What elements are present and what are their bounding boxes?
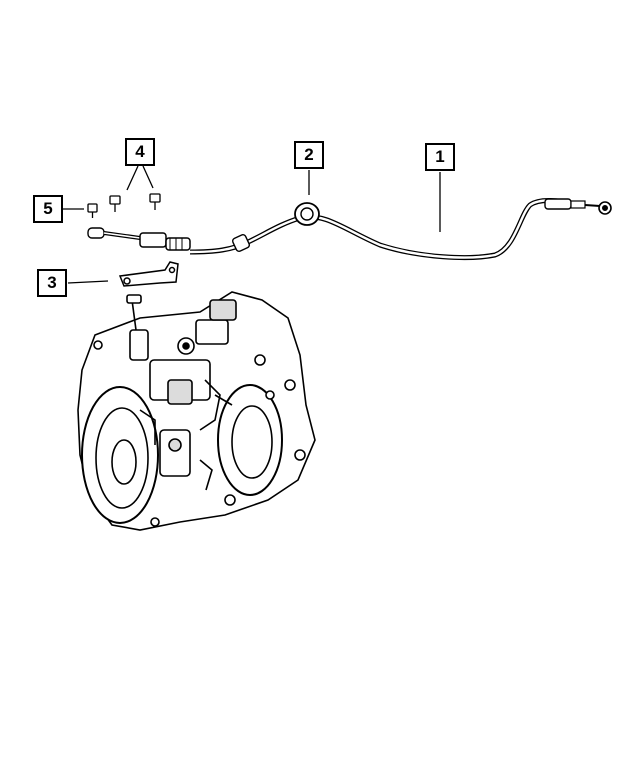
- leader-lines: [63, 165, 441, 284]
- grommet: [294, 202, 320, 226]
- bracket: [118, 261, 179, 287]
- callout-1: 1: [425, 143, 455, 171]
- transmission-assembly: [77, 291, 316, 531]
- callout-3: 3: [37, 269, 67, 297]
- callout-2: 2: [294, 141, 324, 169]
- callout-5: 5: [33, 195, 63, 223]
- shift-cable: [87, 198, 612, 260]
- callout-4: 4: [125, 138, 155, 166]
- fasteners: [87, 193, 161, 218]
